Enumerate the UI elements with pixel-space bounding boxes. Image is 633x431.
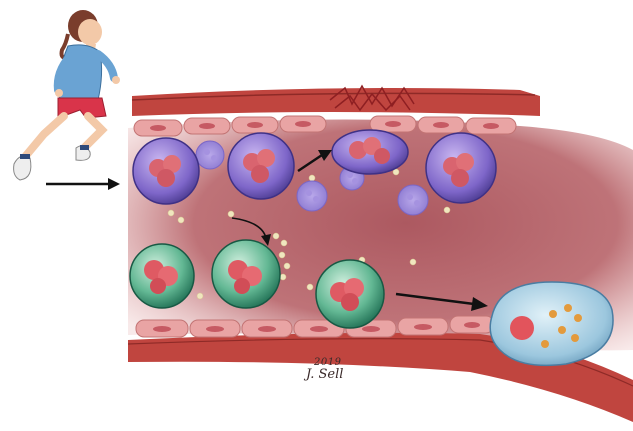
purple-cell-2: [228, 133, 294, 199]
vessel-wall-top: [132, 88, 540, 116]
purple-cell-3: [426, 133, 496, 203]
large-blue-cell: [490, 282, 613, 365]
green-cell-1: [130, 244, 194, 308]
green-cell-2: [212, 240, 280, 308]
running-child-figure: [14, 10, 120, 180]
signature-name: J. Sell: [306, 367, 376, 382]
purple-cell-adhering: [332, 130, 408, 174]
purple-cell-1: [133, 138, 199, 204]
artist-signature: 2019 J. Sell: [306, 357, 376, 382]
green-cell-3: [316, 260, 384, 328]
